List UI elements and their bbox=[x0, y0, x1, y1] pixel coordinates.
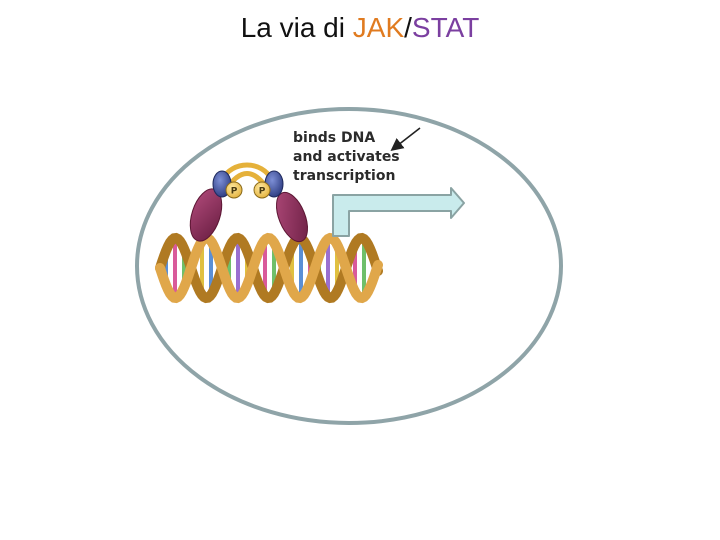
stat-dimer: P P bbox=[189, 162, 308, 243]
title-separator: / bbox=[404, 12, 412, 43]
slide-title: La via di JAK/STAT bbox=[0, 12, 720, 44]
dna-backbone-front bbox=[155, 232, 383, 304]
stat-protein-right bbox=[276, 191, 308, 243]
pointer-arrow-icon bbox=[390, 127, 421, 151]
phosphate-right-icon bbox=[253, 181, 271, 199]
phosphate-left-label: P bbox=[231, 187, 238, 197]
dna-helix bbox=[155, 232, 383, 304]
title-prefix: La via di bbox=[240, 12, 353, 43]
label-line-1: binds DNA bbox=[293, 130, 375, 146]
phosphate-right-label: P bbox=[259, 187, 266, 197]
dna-backbone-back bbox=[155, 232, 383, 304]
phosphate-left-icon bbox=[225, 181, 243, 199]
nucleus-outline bbox=[135, 107, 563, 425]
label-line-3: transcription bbox=[293, 168, 395, 184]
title-jak: JAK bbox=[352, 12, 405, 43]
transcription-label: binds DNA and activates transcription bbox=[293, 130, 400, 184]
transcription-start-arrow-icon bbox=[332, 187, 465, 237]
title-stat: STAT bbox=[411, 12, 480, 43]
label-line-2: and activates bbox=[293, 149, 400, 165]
